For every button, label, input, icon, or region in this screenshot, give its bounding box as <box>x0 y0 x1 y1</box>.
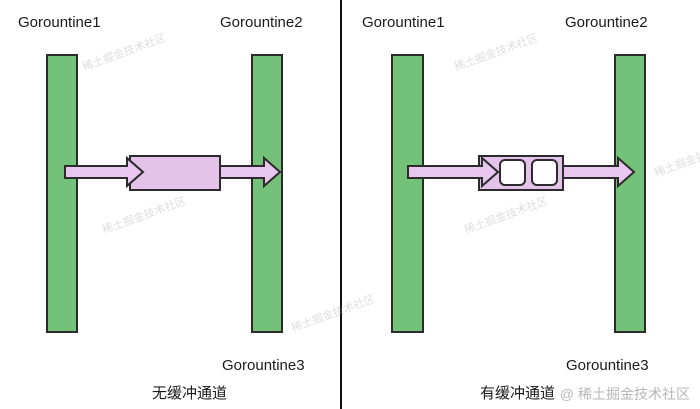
buffer-slot-1 <box>499 159 526 186</box>
goroutine1-label: Gorountine1 <box>362 14 445 31</box>
goroutine2-bar <box>251 54 283 333</box>
at-icon: @ <box>559 386 574 402</box>
watermark-text: 稀土掘金技术社区 <box>578 386 690 402</box>
goroutine2-label: Gorountine2 <box>220 14 303 31</box>
goroutine1-bar <box>391 54 424 333</box>
panel-divider <box>340 0 342 409</box>
unbuffered-caption: 无缓冲通道 <box>152 385 228 402</box>
corner-watermark: @ 稀土掘金技术社区 <box>560 385 690 403</box>
unbuffered-channel-diagram <box>64 155 282 191</box>
goroutine3-label: Gorountine3 <box>222 357 305 374</box>
receive-arrow <box>219 155 282 189</box>
goroutine1-bar <box>46 54 78 333</box>
unbuffered-channel-box <box>129 155 221 191</box>
unbuffered-panel: Gorountine1 Gorountine2 Gorountine3 无缓冲通… <box>0 0 340 409</box>
buffer-slot-2 <box>531 159 558 186</box>
buffered-panel: Gorountine1 Gorountine2 Gorountine3 有缓冲通… <box>342 0 700 409</box>
goroutine3-label: Gorountine3 <box>566 357 649 374</box>
goroutine2-label: Gorountine2 <box>565 14 648 31</box>
buffered-caption: 有缓冲通道 <box>480 385 556 402</box>
goroutine2-bar <box>614 54 646 333</box>
send-arrow <box>64 155 145 189</box>
receive-arrow <box>562 155 636 189</box>
goroutine1-label: Gorountine1 <box>18 14 101 31</box>
buffered-channel-diagram <box>407 155 636 191</box>
send-arrow <box>407 155 500 189</box>
